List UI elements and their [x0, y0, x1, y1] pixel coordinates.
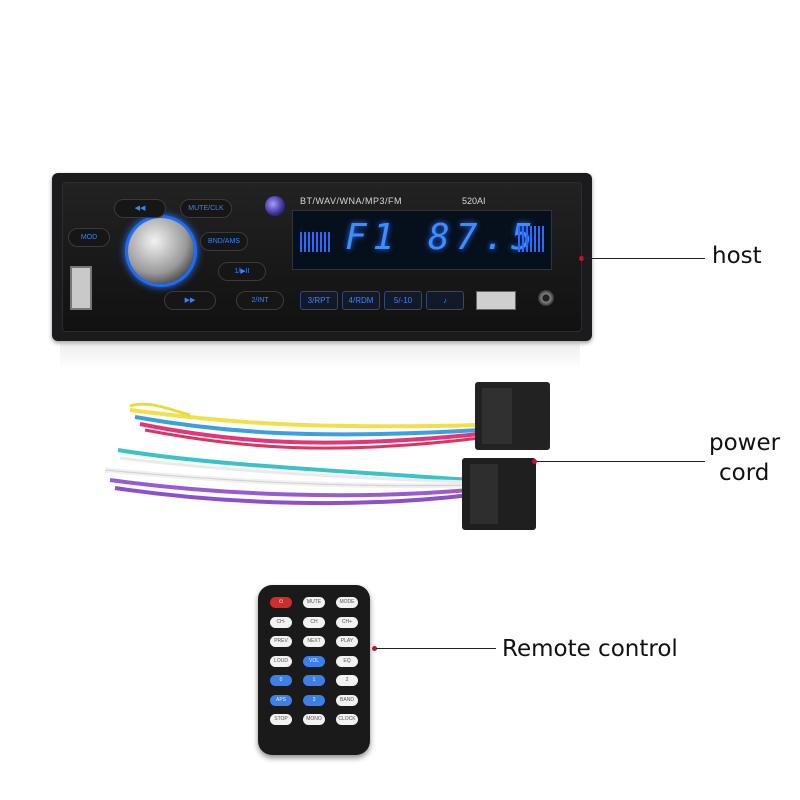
remote-button: MONO [303, 714, 325, 725]
remote-button: NEXT [303, 636, 325, 647]
int-button: 2/INT [236, 291, 284, 310]
remote-button: CH [303, 616, 325, 628]
remote-callout-dot [372, 646, 377, 651]
remote-button: BAND [336, 694, 358, 706]
host-callout-dot [579, 256, 584, 261]
remote-button: PLAY [336, 636, 358, 647]
remote-button: MUTE [303, 597, 325, 608]
remote-button: PREV [270, 636, 292, 647]
remote-button: 0 [270, 675, 292, 686]
volume-knob [128, 218, 194, 284]
call-button: ♪ [426, 291, 464, 310]
ir-sensor [265, 196, 285, 216]
aux-jack [538, 290, 554, 306]
unit-reflection [60, 341, 580, 369]
bnd-ams-button: BND/AMS [200, 232, 248, 251]
power-cord-callout-dot [532, 459, 537, 464]
rdm-button: 4/RDM [342, 291, 380, 310]
play-pause-button: 1/▶II [218, 262, 266, 281]
mod-button: MOD [68, 228, 110, 247]
source-list-text: BT/WAV/WNA/MP3/FM [300, 196, 402, 206]
model-number-text: 520AI [462, 196, 486, 206]
power-cord-label-line2: cord [719, 460, 770, 486]
next-button: ▶▶ [164, 291, 216, 310]
power-cord-label-line1: power [709, 430, 781, 456]
remote-control-label: Remote control [502, 636, 678, 662]
remote-button: ⏻ [270, 597, 292, 608]
equalizer-bars-right [518, 226, 544, 252]
wiring-harness [104, 382, 550, 530]
remote-button: VOL [303, 655, 325, 667]
remote-button: CLOCK [336, 714, 358, 725]
skip-10-button: 5/-10 [384, 291, 422, 310]
lcd-display [292, 210, 552, 270]
rpt-button: 3/RPT [300, 291, 338, 310]
mute-clk-button: MUTE/CLK [180, 199, 232, 218]
remote-callout-line [376, 648, 496, 649]
remote-control [258, 585, 370, 755]
remote-button: APS [270, 694, 292, 706]
remote-button: STOP [270, 714, 292, 725]
remote-button: 1 [303, 675, 325, 686]
remote-button: LOUD [270, 655, 292, 667]
usb-port-left [70, 266, 92, 310]
remote-button: 3 [303, 694, 325, 706]
display-frequency-text: F1 87.5 [345, 217, 539, 258]
host-callout-line [583, 258, 705, 259]
remote-button: MODE [336, 597, 358, 608]
equalizer-bars-left [300, 232, 330, 252]
usb-port-right [476, 291, 516, 310]
remote-button: CH- [270, 616, 292, 628]
remote-button: EQ [336, 655, 358, 667]
power-cord-callout-line [537, 461, 705, 462]
remote-button: CH+ [336, 616, 358, 628]
host-label: host [712, 243, 762, 269]
prev-button: ◀◀ [114, 199, 166, 218]
remote-button: 2 [336, 675, 358, 686]
